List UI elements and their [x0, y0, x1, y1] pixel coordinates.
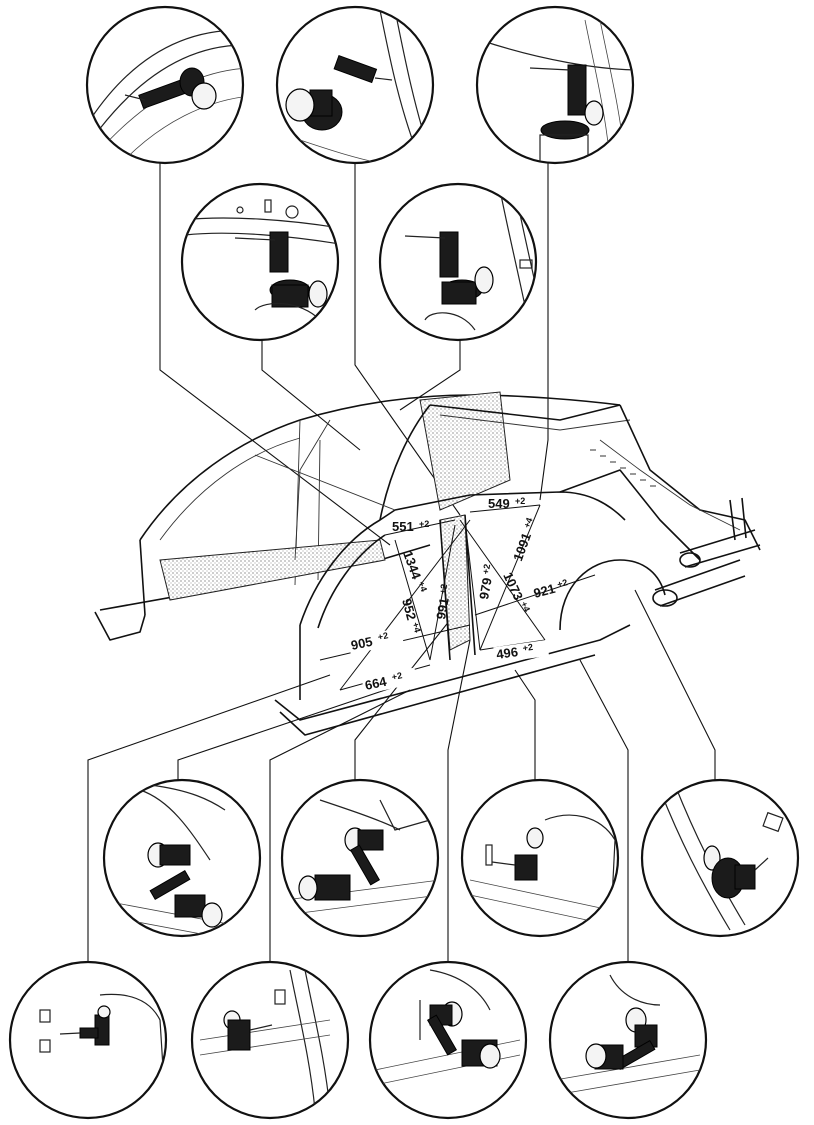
mline-1091 [479, 504, 541, 651]
near-sill [274, 624, 631, 721]
leader-8 [269, 689, 411, 962]
car-body-shell [94, 391, 761, 736]
rear-frame-inner [599, 439, 741, 531]
dim-664-value: 664 [364, 674, 389, 693]
dim-979-value: 979 [476, 577, 495, 601]
mline-921 [474, 574, 596, 616]
near-sill-lower [279, 654, 596, 736]
dim-905-value: 905 [350, 634, 374, 653]
dim-496-tol: +2 [522, 642, 534, 653]
rear-quarter [559, 469, 701, 561]
rear-tube-2-body [679, 529, 761, 568]
dim-979-tol: +2 [481, 563, 493, 575]
detail-circle-3 [475, 5, 635, 165]
far-window-brace [254, 454, 396, 511]
mline-1344 [394, 539, 431, 661]
detail-circle-9 [640, 778, 800, 938]
dim-1073-tol: +4 [519, 600, 532, 614]
leader-13 [634, 589, 716, 780]
leader-6 [87, 674, 331, 962]
rear-tube-2 [679, 552, 701, 568]
dim-1091-value: 1091 [510, 531, 534, 563]
dim-991-tol: +2 [438, 583, 450, 595]
leader-10 [447, 639, 471, 962]
detail-circle-1 [85, 5, 245, 165]
leader-3 [539, 163, 549, 501]
detail-circle-11 [190, 960, 350, 1120]
mline-549 [469, 504, 541, 513]
roof-rail-near [379, 404, 431, 521]
leader-11 [514, 669, 536, 780]
mline-991 [429, 524, 456, 661]
detail-circle-5 [378, 182, 538, 342]
dim-1073-value: 1073 [500, 570, 526, 603]
far-c-pillar [294, 419, 331, 561]
leader-4 [261, 340, 361, 451]
detail-circle-8 [460, 778, 620, 938]
far-side-front-pillar [139, 539, 146, 616]
rear-tube-1 [652, 589, 678, 607]
leader-1 [159, 163, 391, 546]
detail-circle-6 [102, 778, 262, 938]
detail-circle-10 [8, 960, 168, 1120]
front-inner-panel [159, 539, 386, 601]
leader-12 [579, 659, 629, 962]
dim-664-tol: +2 [391, 670, 403, 682]
rear-wheel-arch [559, 559, 666, 631]
dim-952-value: 952 [399, 597, 419, 622]
dim-1091-tol: +4 [522, 516, 535, 529]
far-side-window [159, 437, 301, 541]
detail-circle-4 [180, 182, 340, 342]
dim-549-value: 549 [488, 496, 510, 511]
detail-circle-2 [275, 5, 435, 165]
roof-cross-rail [429, 404, 621, 421]
far-side-roof [139, 394, 621, 541]
rear-upright [729, 497, 747, 541]
mline-979 [464, 519, 481, 651]
dim-551-tol: +2 [419, 519, 429, 529]
detail-circle-7 [280, 778, 440, 938]
detail-circle-12 [368, 960, 528, 1120]
dim-905-tol: +2 [377, 630, 389, 642]
near-a-pillar-inner [317, 534, 386, 629]
dim-921-value: 921 [532, 581, 557, 601]
dim-496-value: 496 [495, 644, 519, 662]
leader-7 [177, 684, 401, 780]
rear-frame [619, 404, 761, 551]
mline-1073 [459, 519, 546, 641]
dim-551-value: 551 [392, 519, 414, 534]
roof-inner-panel [419, 391, 511, 511]
mline-551 [384, 519, 456, 536]
detail-circle-13 [548, 960, 708, 1120]
front-rocker [94, 611, 146, 641]
mline-952 [339, 519, 471, 691]
dim-991-value: 991 [433, 597, 452, 621]
dim-1344-value: 1344 [400, 549, 424, 582]
rear-tube-1-body [654, 559, 746, 607]
dim-1344-tol: +4 [416, 580, 429, 593]
leader-9 [354, 619, 451, 780]
dim-921-tol: +2 [556, 577, 569, 589]
roof-cross-rail-inner [439, 414, 631, 431]
rear-frame-holes [590, 449, 656, 487]
dim-952-tol: +4 [410, 621, 422, 634]
leader-2 [354, 163, 461, 516]
dim-549-tol: +2 [515, 496, 525, 506]
